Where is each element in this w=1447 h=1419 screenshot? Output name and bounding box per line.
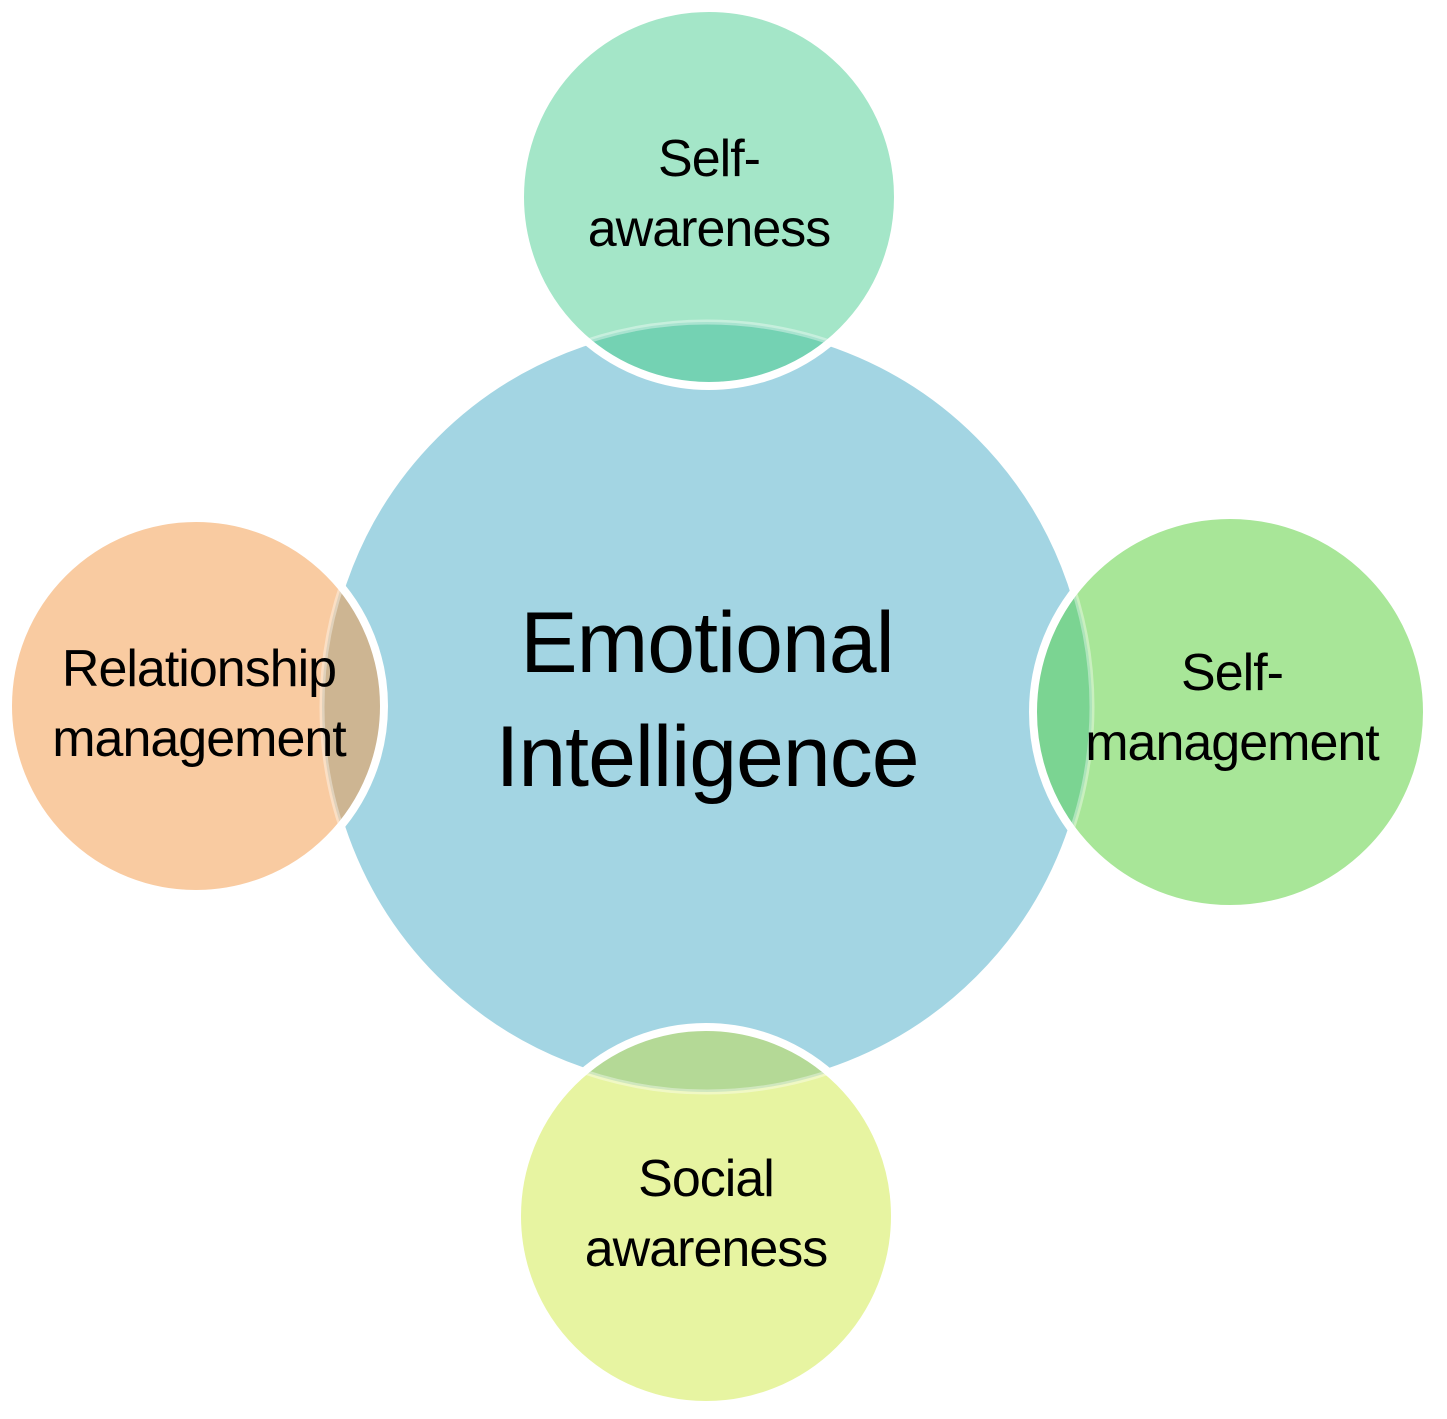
self-awareness-label-line2: awareness xyxy=(587,200,831,258)
self-awareness-label-line1: Self- xyxy=(658,130,761,188)
emotional-intelligence-label: Emotional Intelligence xyxy=(397,586,1017,814)
self-management-label-line2: management xyxy=(1085,714,1380,772)
social-awareness-node xyxy=(513,1023,899,1409)
relationship-management-node xyxy=(4,514,388,898)
self-awareness-circle xyxy=(520,8,898,386)
center-edge-through-bottom xyxy=(517,1027,895,1095)
center-edge-through-left xyxy=(319,518,384,894)
relationship-management-label-line1: Relationship xyxy=(61,640,337,698)
social-awareness-label: Social awareness xyxy=(516,1144,896,1284)
center-edge-through-right xyxy=(1033,515,1095,909)
self-management-label-line1: Self- xyxy=(1181,644,1284,702)
emotional-intelligence-label-line2: Intelligence xyxy=(495,709,919,805)
self-awareness-outline xyxy=(516,4,902,390)
emotional-intelligence-label-line1: Emotional xyxy=(520,595,894,691)
self-awareness-label: Self- awareness xyxy=(519,124,899,264)
self-management-circle xyxy=(1033,515,1427,909)
self-management-node xyxy=(1029,511,1431,913)
self-management-outline xyxy=(1029,511,1431,913)
self-management-label: Self- management xyxy=(1042,638,1422,778)
relationship-management-label-line2: management xyxy=(52,710,347,768)
relationship-management-label: Relationship management xyxy=(9,634,389,774)
social-awareness-circle xyxy=(517,1027,895,1405)
center-edge-through-top xyxy=(520,319,898,386)
self-awareness-node xyxy=(516,4,902,390)
relationship-management-outline xyxy=(4,514,388,898)
relationship-management-circle xyxy=(8,518,384,894)
social-awareness-outline xyxy=(513,1023,899,1409)
social-awareness-label-line1: Social xyxy=(638,1150,775,1208)
social-awareness-label-line2: awareness xyxy=(584,1220,828,1278)
